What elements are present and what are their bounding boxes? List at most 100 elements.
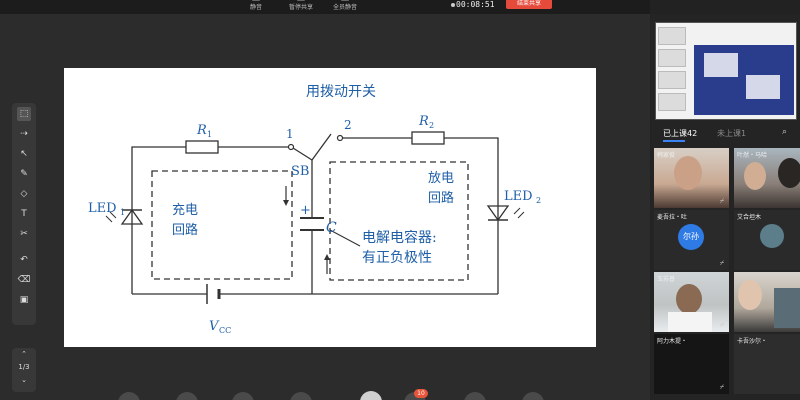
tab-active-indicator (663, 140, 685, 142)
tab-in-class[interactable]: 已上课42 (663, 129, 698, 138)
share-timer: 00:08:51 (456, 0, 495, 9)
capacitor-label: C (326, 220, 337, 236)
participant-name: 韩家俊 (657, 152, 676, 159)
undo-icon[interactable]: ↶ (20, 255, 28, 265)
mute-button[interactable]: 静音 (250, 0, 263, 11)
switch-lever (311, 133, 332, 161)
switch-contact-1 (287, 143, 295, 151)
participant-name: 叶然・马哈 (737, 152, 768, 159)
participant-video (734, 272, 800, 332)
tab-not-in-class[interactable]: 未上课1 (717, 129, 747, 138)
vcc-label: V (209, 319, 220, 334)
participant-name: 玉苏普 (657, 276, 676, 283)
led2-label: LED (504, 189, 533, 204)
participant-video (654, 148, 729, 208)
capacitor-note-line-1: 电解电容器: (362, 229, 437, 246)
capacitor-note-pointer (329, 229, 361, 247)
participants-panel: 已上课42 未上课1 ⌕ 韩家俊 ⌿ 叶然・马哈 ⌿ 尔孙 麦吾拉・吐 ⌿ 艾合… (651, 14, 800, 400)
switch-pos-2-label: 2 (344, 118, 352, 132)
resistor-r2 (411, 131, 445, 145)
top-bar: 静音 暂停共享 全员静音 00:08:51 结束共享 (0, 0, 650, 14)
bottom-control-bar (0, 388, 650, 400)
control-button-4[interactable] (290, 392, 312, 400)
text-icon[interactable]: T (21, 209, 27, 219)
laser-pointer-icon[interactable]: ⇢ (20, 129, 28, 139)
sb-label: SB (291, 164, 309, 179)
circuit-diagram: 用拨动开关 R 1 R 2 1 2 SB LED 1 LED 2 充电 回路 放… (88, 84, 541, 335)
shared-screen-thumbnail[interactable] (655, 22, 797, 120)
avatar: 尔孙 (678, 224, 704, 250)
vcc-subscript: CC (219, 326, 231, 335)
search-icon[interactable]: ⌕ (782, 127, 788, 137)
participant-name: 麦吾拉・吐 (657, 214, 688, 221)
shapes-icon[interactable]: ◇ (20, 189, 28, 199)
capacitor-plus-sign: + (300, 203, 311, 218)
led1-label: LED (88, 201, 117, 216)
mic-muted-icon: ⌿ (719, 197, 725, 205)
pause-share-button[interactable]: 暂停共享 (289, 0, 314, 11)
control-button-7[interactable] (464, 392, 486, 400)
page-indicator: 1/3 (18, 363, 30, 371)
avatar (760, 224, 784, 248)
led1-triangle (120, 208, 144, 225)
discharge-loop-dashed (329, 161, 469, 281)
select-mode-icon[interactable]: ⬚ (17, 107, 31, 121)
led2-subscript: 2 (536, 196, 541, 205)
participant-tile[interactable]: 阿力木提・ ⌿ (654, 334, 729, 394)
participant-tile[interactable]: 尔孙 麦吾拉・吐 ⌿ (654, 210, 729, 270)
r2-label: R (418, 114, 429, 129)
participant-tile[interactable]: 叶然・马哈 ⌿ (734, 148, 800, 208)
mic-muted-icon: ⌿ (719, 383, 725, 391)
charge-loop-dashed (151, 170, 293, 280)
participant-tile[interactable]: 玉苏普 ⌿ (654, 272, 729, 332)
control-button-3[interactable] (232, 392, 254, 400)
thumb-slide-3 (658, 71, 686, 89)
participant-name: 卡吾沙尔・ (737, 338, 768, 345)
participant-tabs: 已上课42 未上课1 ⌕ (651, 126, 800, 142)
r2-subscript: 2 (429, 121, 434, 130)
discharge-loop-label-1: 放电 (428, 171, 454, 186)
participant-tile[interactable]: 韩家俊 ⌿ (654, 148, 729, 208)
toolbox-icon[interactable]: ▣ (19, 295, 29, 305)
control-button-2[interactable] (176, 392, 198, 400)
cursor-icon[interactable]: ↖ (20, 149, 28, 159)
switch-pos-1-label: 1 (286, 127, 294, 141)
participant-tile[interactable]: 艾合坦木 ⌿ (734, 210, 800, 270)
wire-right (444, 137, 499, 294)
participant-video (734, 148, 800, 208)
participant-name: 艾合坦木 (737, 214, 762, 221)
led1-light-rays (105, 211, 117, 223)
thumb-main-slide (694, 45, 794, 115)
switch-contact-2 (336, 134, 344, 142)
thumb-slide-2 (658, 49, 686, 67)
switch-contact-1-link (292, 147, 313, 161)
discharge-arrow-head (324, 254, 330, 260)
slide-canvas: 用拨动开关 R 1 R 2 1 2 SB LED 1 LED 2 充电 回路 放… (64, 68, 596, 347)
recording-icon (451, 3, 455, 7)
control-button-1[interactable] (118, 392, 140, 400)
participant-tile[interactable]: 卡吾沙尔・ ⌿ (734, 334, 800, 394)
page-down-icon[interactable]: ⌄ (21, 376, 27, 384)
share-screen-button[interactable] (360, 391, 382, 400)
shared-screen-stage: 用拨动开关 R 1 R 2 1 2 SB LED 1 LED 2 充电 回路 放… (0, 14, 650, 400)
scissors-icon[interactable]: ✂ (20, 229, 28, 239)
mic-muted-icon: ⌿ (719, 321, 725, 329)
charge-loop-label-1: 充电 (172, 202, 198, 218)
eraser-icon[interactable]: ⌫ (17, 275, 31, 285)
page-navigator: ⌃ 1/3 ⌄ (12, 348, 36, 392)
mute-all-button[interactable]: 全员静音 (333, 0, 358, 11)
led2-triangle (486, 205, 510, 222)
chat-unread-badge: 10 (414, 389, 428, 398)
charge-loop-label-2: 回路 (172, 222, 198, 238)
participant-name: 阿力木提・ (657, 338, 688, 345)
control-button-8[interactable] (522, 392, 544, 400)
thumb-slide-1 (658, 27, 686, 45)
charge-arrow-head (283, 200, 289, 206)
switch-title: 用拨动开关 (306, 84, 376, 100)
capacitor-note-line-2: 有正负极性 (362, 250, 432, 266)
participant-tile[interactable]: ⌿ (734, 272, 800, 332)
end-share-button[interactable]: 结束共享 (506, 0, 552, 9)
page-up-icon[interactable]: ⌃ (21, 350, 27, 358)
r1-subscript: 1 (207, 130, 212, 139)
pen-icon[interactable]: ✎ (20, 169, 28, 179)
